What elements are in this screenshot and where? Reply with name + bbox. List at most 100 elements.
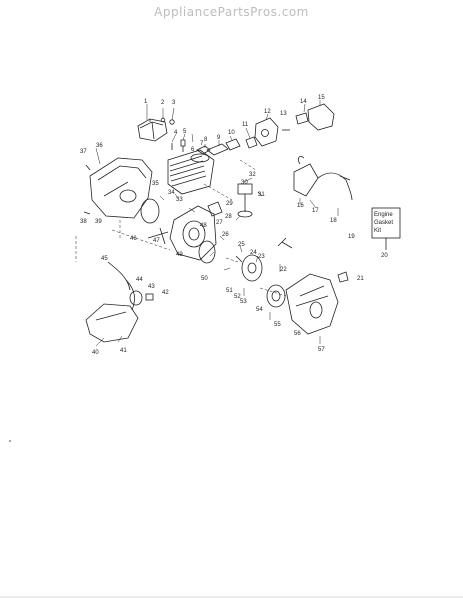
callout-14: 14 (300, 99, 307, 105)
engine-shroud (89, 157, 153, 219)
callout-52: 52 (234, 294, 241, 300)
callout-17: 17 (312, 208, 319, 214)
callout-12: 12 (264, 109, 271, 115)
callout-4: 4 (174, 130, 178, 136)
connecting-rod (237, 183, 253, 218)
spark-plug (180, 139, 186, 152)
callout-48: 48 (200, 223, 207, 229)
callout-28: 28 (225, 214, 232, 220)
fuel-filter (145, 293, 154, 301)
clip (257, 191, 263, 197)
bearing-shield (198, 240, 216, 264)
callout-26: 26 (222, 232, 229, 238)
fuel-cap (129, 290, 143, 306)
callout-30: 30 (241, 180, 248, 186)
callout-5: 5 (183, 129, 187, 135)
part-number-callouts: 1 2 3 4 5 6 7 8 9 10 11 12 13 14 15 16 1… (80, 95, 388, 356)
kit-label-line2: Gasket (374, 220, 393, 226)
callout-41: 41 (120, 348, 127, 354)
spring (277, 237, 293, 249)
callout-18: 18 (330, 218, 337, 224)
spark-plug-boot (339, 175, 351, 181)
callout-21: 21 (357, 276, 364, 282)
gasket (206, 143, 229, 156)
fuel-tank (85, 303, 139, 343)
alignment-lines (75, 159, 287, 297)
callout-39: 39 (95, 219, 102, 225)
carburetor (254, 117, 279, 147)
washer (235, 255, 243, 263)
muffler (137, 118, 168, 142)
kit-label-line3: Kit (374, 228, 381, 234)
callout-33: 33 (176, 197, 183, 203)
callout-47: 47 (153, 238, 160, 244)
crankcase (169, 205, 217, 261)
fuel-line (125, 279, 135, 311)
callout-37: 37 (80, 149, 87, 155)
callout-43: 43 (148, 284, 155, 290)
starter-handle (337, 271, 349, 283)
starter-housing (285, 273, 339, 335)
callout-50: 50 (201, 276, 208, 282)
callout-54: 54 (256, 307, 263, 313)
callout-44: 44 (136, 277, 143, 283)
callout-51: 51 (226, 288, 233, 294)
kit-label-line1: Engine (374, 212, 393, 218)
callout-38: 38 (80, 219, 87, 225)
callout-11: 11 (242, 122, 249, 128)
callout-55: 55 (274, 322, 281, 328)
callout-45: 45 (101, 256, 108, 262)
screw (83, 211, 91, 215)
gasket (140, 198, 160, 224)
callout-23: 23 (258, 254, 265, 260)
callout-29: 29 (226, 201, 233, 207)
callout-36: 36 (96, 143, 103, 149)
callout-46: 46 (130, 236, 137, 242)
ignition-module (293, 156, 319, 197)
callout-1: 1 (144, 99, 148, 105)
callout-22: 22 (280, 267, 287, 273)
callout-56: 56 (294, 331, 301, 337)
callout-10: 10 (228, 130, 235, 136)
callout-57: 57 (318, 347, 325, 353)
engine-gasket-kit-label: Engine Gasket Kit (374, 212, 393, 234)
screw (85, 164, 91, 171)
air-filter-cover (307, 103, 335, 131)
leader-lines (95, 100, 339, 347)
ignition-lead (317, 172, 353, 201)
callout-20: 20 (381, 253, 388, 259)
callout-40: 40 (92, 350, 99, 356)
callout-27: 27 (216, 220, 223, 226)
starter-pulley (266, 284, 286, 308)
callout-6: 6 (191, 147, 195, 153)
callout-49: 49 (176, 252, 183, 258)
callout-13: 13 (280, 111, 287, 117)
gasket (196, 145, 211, 155)
callout-8: 8 (204, 137, 208, 143)
screw (169, 119, 175, 125)
crankshaft (147, 227, 169, 245)
callout-35: 35 (152, 181, 159, 187)
fuel-line (107, 261, 131, 291)
callout-34: 34 (168, 190, 175, 196)
flywheel (241, 254, 263, 282)
air-filter (295, 112, 309, 125)
callout-25: 25 (238, 242, 245, 248)
callout-24: 24 (250, 250, 257, 256)
piston (207, 201, 223, 217)
cylinder (167, 149, 215, 195)
insulator (225, 138, 241, 151)
callout-31: 31 (258, 192, 265, 198)
callout-9: 9 (217, 135, 221, 141)
callout-42: 42 (162, 290, 169, 296)
callout-15: 15 (318, 95, 325, 101)
callout-53: 53 (240, 299, 247, 305)
callout-2: 2 (161, 100, 165, 106)
site-watermark: AppliancePartsPros.com (154, 5, 309, 19)
callout-19: 19 (348, 234, 355, 240)
adapter (245, 136, 258, 149)
screw (160, 117, 166, 123)
callout-32: 32 (249, 172, 256, 178)
